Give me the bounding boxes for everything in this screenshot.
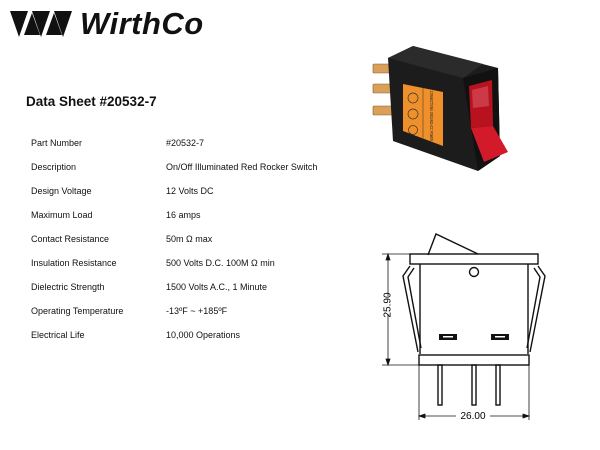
height-dimension: 25.90 [383, 292, 394, 317]
spec-label: Design Voltage [31, 186, 92, 196]
brand-name: WirthCo [80, 6, 204, 41]
spec-value: -13ºF ~ +185ºF [166, 306, 228, 316]
dimension-drawing: 25.90 26.00 [382, 233, 546, 422]
spec-row: Contact Resistance 50m Ω max [0, 234, 360, 248]
spec-row: Part Number #20532-7 [0, 138, 360, 152]
spec-value: 10,000 Operations [166, 330, 241, 340]
spec-label: Electrical Life [31, 330, 85, 340]
spec-row: Electrical Life 10,000 Operations [0, 330, 360, 344]
page-title: Data Sheet #20532-7 [26, 94, 157, 109]
spec-label: Description [31, 162, 77, 172]
spec-row: Insulation Resistance 500 Volts D.C. 100M… [0, 258, 360, 272]
width-dimension: 26.00 [460, 411, 485, 422]
product-photo: CONNECTIONS GROUND ACC POWER [372, 46, 508, 171]
spec-row: Description On/Off Illuminated Red Rocker… [0, 162, 360, 176]
spec-value: 1500 Volts A.C., 1 Minute [166, 282, 268, 292]
spec-label: Operating Temperature [31, 306, 124, 316]
spec-value: 16 amps [166, 210, 201, 220]
spec-label: Maximum Load [31, 210, 93, 220]
spec-value: #20532-7 [166, 138, 205, 148]
spec-label: Insulation Resistance [31, 258, 117, 268]
spec-label: Contact Resistance [31, 234, 110, 244]
spec-row: Design Voltage 12 Volts DC [0, 186, 360, 200]
sticker-connections-text: CONNECTIONS GROUND ACC POWER [429, 91, 434, 141]
spec-row: Dielectric Strength 1500 Volts A.C., 1 Mi… [0, 282, 360, 296]
logo-triangles-icon [10, 10, 72, 37]
spec-value: 50m Ω max [166, 234, 213, 244]
wirthco-logo: WirthCo [10, 8, 204, 39]
spec-value: 500 Volts D.C. 100M Ω min [166, 258, 275, 268]
spec-label: Dielectric Strength [31, 282, 105, 292]
spec-row: Maximum Load 16 amps [0, 210, 360, 224]
spec-value: On/Off Illuminated Red Rocker Switch [166, 162, 318, 172]
spec-row: Operating Temperature -13ºF ~ +185ºF [0, 306, 360, 320]
spec-label: Part Number [31, 138, 83, 148]
spec-value: 12 Volts DC [166, 186, 214, 196]
